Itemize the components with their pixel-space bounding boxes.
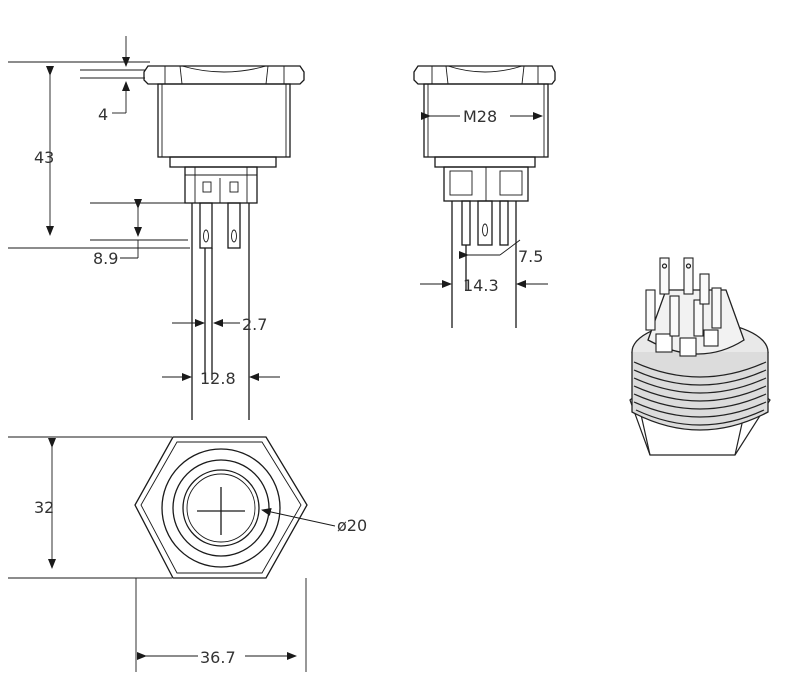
front-view: 32 ø20 36.7 — [8, 436, 367, 672]
dim-terminal-span: 12.8 — [200, 369, 236, 388]
product-illustration — [629, 257, 771, 456]
dim-thread: M28 — [463, 107, 497, 126]
dim-bezel-height: 4 — [98, 105, 108, 124]
dim-pin-pitch-small: 7.5 — [518, 247, 543, 266]
dim-terminal-offset: 8.9 — [93, 249, 118, 268]
dim-pin-pitch-large: 14.3 — [463, 276, 499, 295]
dim-total-height: 43 — [34, 148, 54, 167]
dim-hex-width: 36.7 — [200, 648, 236, 667]
dim-terminal-width: 2.7 — [242, 315, 267, 334]
dim-hex-height: 32 — [34, 498, 54, 517]
dim-button-diameter: ø20 — [337, 516, 367, 535]
side-view-left: 43 4 8.9 2.7 12.8 — [8, 36, 305, 420]
side-view-right: M28 7.5 14.3 — [413, 65, 556, 328]
